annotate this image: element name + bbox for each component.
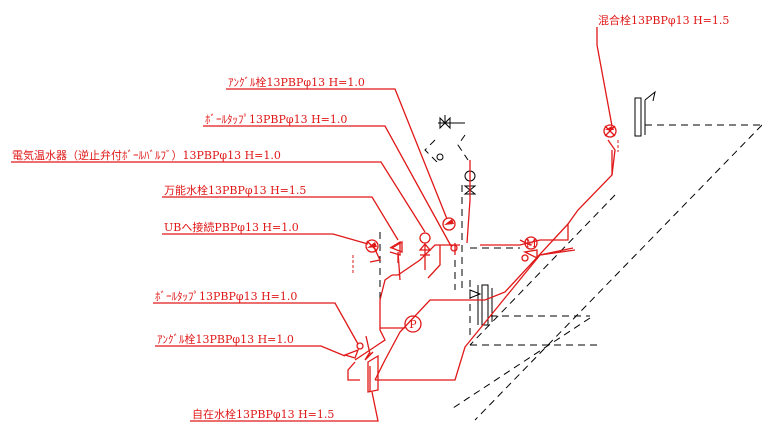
water-heater-valve-icon xyxy=(418,232,432,256)
label-mixing-faucet: 混合栓13PBPφ13 H=1.5 xyxy=(598,13,729,27)
building-outline xyxy=(379,124,762,421)
label-angle-faucet-bottom: ｱﾝｸﾞﾙ栓13PBPφ13 H=1.0 xyxy=(157,332,294,346)
mixing-faucet-icon xyxy=(603,124,617,138)
ball-tap-top-icon xyxy=(450,244,458,252)
meter-icon: M xyxy=(521,236,538,262)
angle-faucet-bottom-icon xyxy=(342,348,360,359)
pump-label: P xyxy=(409,318,417,331)
label-angle-faucet-top: ｱﾝｸﾞﾙ栓13PBPφ13 H=1.0 xyxy=(228,75,365,89)
wall-fixture-top-right xyxy=(634,97,642,137)
label-ball-tap-bottom: ﾎﾞｰﾙﾀｯﾌﾟ13PBPφ13 H=1.0 xyxy=(155,290,297,303)
label-ball-tap-top: ﾎﾞｰﾙﾀｯﾌﾟ13PBPφ13 H=1.0 xyxy=(205,113,347,126)
gate-valve-icon xyxy=(438,115,465,130)
meter-label: M xyxy=(525,237,536,250)
leader-lines xyxy=(11,27,613,422)
label-water-heater: 電気温水器（逆止弁付ﾎﾞｰﾙﾊﾞﾙﾌﾞ）13PBPφ13 H=1.0 xyxy=(12,148,281,162)
ub-connection-icon xyxy=(365,239,379,253)
universal-faucet-icon xyxy=(390,240,403,253)
label-free-faucet: 自在水栓13PBPφ13 H=1.5 xyxy=(192,407,334,421)
pump-icon: P xyxy=(404,315,422,333)
ball-tap-bottom-icon xyxy=(356,335,371,355)
fixture-symbols: M P xyxy=(342,124,617,393)
labels: 混合栓13PBPφ13 H=1.5 ｱﾝｸﾞﾙ栓13PBPφ13 H=1.0 ﾎ… xyxy=(12,13,729,421)
small-valve-icon xyxy=(436,153,444,161)
pipe-network xyxy=(347,139,619,392)
angle-faucet-top-icon xyxy=(442,217,456,231)
free-faucet-icon xyxy=(367,354,379,393)
wall-fixture-center xyxy=(481,284,489,326)
label-universal-faucet: 万能水栓13PBPφ13 H=1.5 xyxy=(164,183,306,197)
label-ub-connection: UBへ接続PBPφ13 H=1.0 xyxy=(164,220,299,234)
